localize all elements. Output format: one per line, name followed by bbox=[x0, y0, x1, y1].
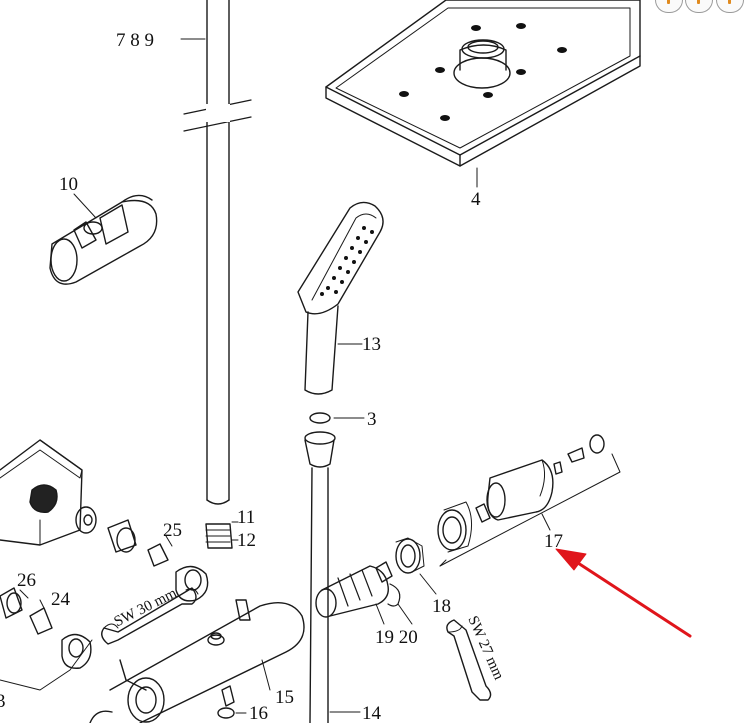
label-18: 18 bbox=[432, 596, 451, 617]
label-19-20: 19 20 bbox=[375, 627, 418, 648]
mixer-body bbox=[89, 599, 305, 723]
label-26: 26 bbox=[17, 570, 36, 591]
rail-slider bbox=[49, 193, 158, 285]
pointer-arrow bbox=[555, 548, 692, 638]
shower-rail bbox=[180, 0, 252, 505]
wall-cover bbox=[0, 439, 83, 546]
label-25: 25 bbox=[163, 520, 182, 541]
label-10: 10 bbox=[59, 174, 78, 195]
label-15: 15 bbox=[275, 687, 294, 708]
nipple-fitting bbox=[205, 521, 239, 549]
label-16: 16 bbox=[249, 703, 268, 724]
label-12: 12 bbox=[237, 530, 256, 551]
label-7-8-9: 7 8 9 bbox=[116, 30, 154, 51]
wrench-sw27 bbox=[446, 619, 492, 701]
cartridge-nut bbox=[395, 537, 437, 595]
fittings-left bbox=[0, 506, 209, 691]
thermostat-cartridge bbox=[315, 561, 413, 625]
thermostat-handle bbox=[437, 434, 621, 567]
label-3: 3 bbox=[367, 409, 377, 430]
label-4: 4 bbox=[471, 189, 481, 210]
label-24: 24 bbox=[51, 589, 70, 610]
hand-shower bbox=[297, 201, 384, 395]
o-ring-3 bbox=[309, 412, 365, 424]
label-11: 11 bbox=[237, 507, 256, 528]
label-17: 17 bbox=[544, 531, 563, 552]
label-3-bottom: 3 bbox=[0, 691, 6, 712]
wrench-sw30 bbox=[101, 587, 199, 645]
shower-hose bbox=[304, 431, 361, 723]
overhead-shower bbox=[325, 0, 641, 188]
label-14: 14 bbox=[362, 703, 381, 724]
o-ring-16 bbox=[217, 707, 247, 719]
label-13: 13 bbox=[362, 334, 381, 355]
